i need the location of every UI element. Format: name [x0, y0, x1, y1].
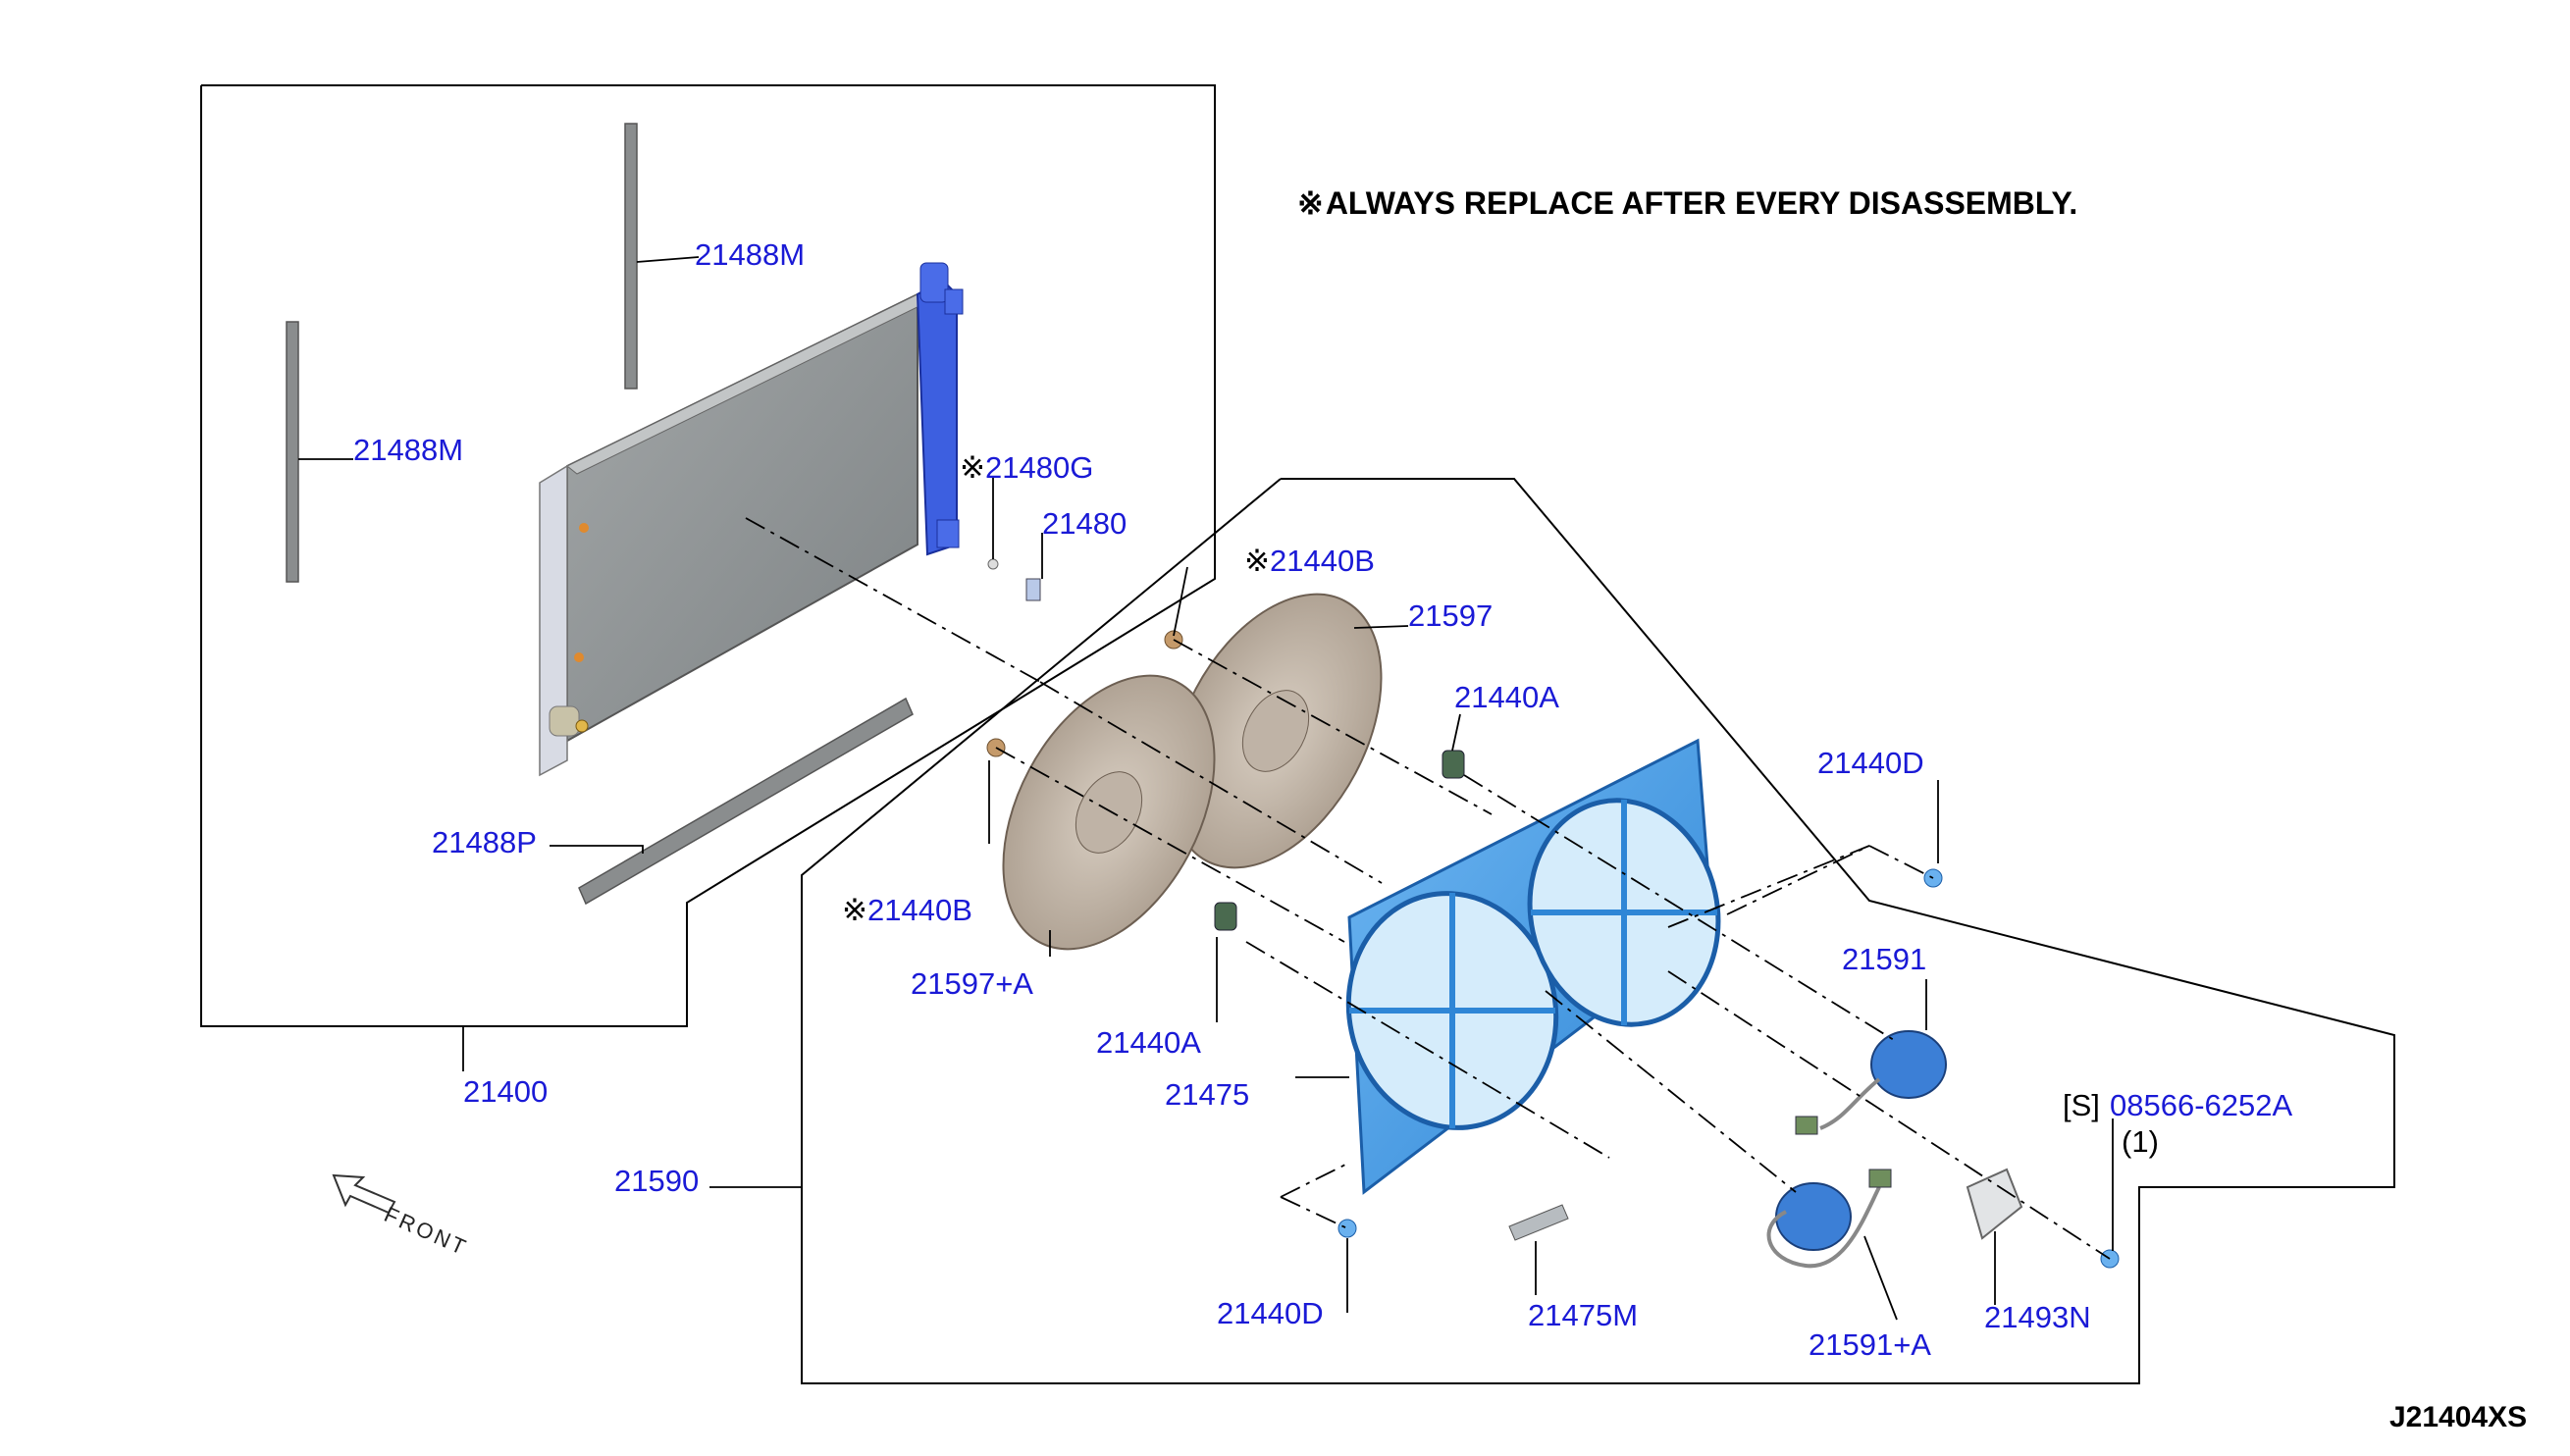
radiator [539, 262, 964, 777]
label-21440a-right[interactable]: 21440A [1454, 680, 1559, 714]
fan-shroud [1345, 738, 1721, 1195]
label-21480g[interactable]: ※21480G [960, 452, 1093, 483]
group-21400-outline [200, 84, 1216, 1027]
label-21440a-left[interactable]: 21440A [1096, 1025, 1201, 1060]
label-21475[interactable]: 21475 [1165, 1077, 1250, 1112]
label-21590[interactable]: 21590 [614, 1164, 700, 1198]
fan-controller-21493n [1966, 1168, 2023, 1240]
note-symbol: ※ [1297, 185, 1324, 221]
bracket-21475m [1508, 1204, 1569, 1241]
label-21400[interactable]: 21400 [463, 1074, 549, 1109]
label-21440b-left-text: 21440B [866, 893, 972, 927]
label-21488m-left[interactable]: 21488M [353, 433, 464, 467]
label-21440d-right[interactable]: 21440D [1817, 746, 1924, 780]
label-21440b-top[interactable]: ※21440B [1244, 546, 1375, 576]
label-21488m-top[interactable]: 21488M [695, 237, 806, 272]
label-21591[interactable]: 21591 [1842, 942, 1927, 976]
clip-21440d-bottom [1337, 1219, 1357, 1238]
label-21440d-bottom[interactable]: 21440D [1217, 1296, 1324, 1330]
grommet-21440a-right [1442, 750, 1465, 779]
seal-strip-21488m-left [286, 321, 299, 583]
label-08566-6252a[interactable]: 08566-6252A [2110, 1088, 2293, 1122]
label-21475m[interactable]: 21475M [1528, 1298, 1639, 1332]
label-21493n[interactable]: 21493N [1984, 1300, 2091, 1334]
group-21590-outline [801, 478, 2395, 1384]
label-21597[interactable]: 21597 [1408, 598, 1494, 633]
note-text: ALWAYS REPLACE AFTER EVERY DISASSEMBLY. [1325, 185, 2078, 221]
drawing-code: J21404XS [2389, 1401, 2528, 1433]
mark-21440b-left: ※ [842, 893, 867, 927]
label-21480g-text: 21480G [984, 450, 1094, 485]
seal-strip-21488m-top [624, 123, 638, 390]
fan-21597a [1002, 674, 1216, 951]
fan-motor-21591 [1795, 1030, 1947, 1135]
disassembly-note: ※ALWAYS REPLACE AFTER EVERY DISASSEMBLY. [1297, 184, 2077, 222]
label-bolt-qty: (1) [2122, 1124, 2159, 1159]
label-21597a[interactable]: 21597+A [911, 966, 1033, 1001]
label-21488p[interactable]: 21488P [432, 825, 537, 859]
label-21480[interactable]: 21480 [1042, 506, 1128, 541]
assembly-lines [745, 517, 2111, 1260]
label-21440b-top-text: 21440B [1269, 544, 1375, 578]
label-bolt-s: [S] [2063, 1088, 2100, 1122]
mark-21440b-top: ※ [1244, 544, 1270, 578]
front-arrow [332, 1173, 396, 1215]
drain-cock-21480 [1025, 578, 1041, 601]
mark-21480g: ※ [960, 450, 985, 485]
label-21440b-left[interactable]: ※21440B [842, 895, 972, 925]
seal-strip-21488p [578, 697, 914, 906]
fan-motor-21591a [1766, 1169, 1892, 1269]
label-21591a[interactable]: 21591+A [1809, 1327, 1931, 1362]
drain-plug-21480g [987, 558, 999, 570]
fan-21597 [1169, 593, 1383, 869]
leader-lines [298, 256, 2114, 1321]
grommet-21440a-left [1214, 902, 1237, 931]
